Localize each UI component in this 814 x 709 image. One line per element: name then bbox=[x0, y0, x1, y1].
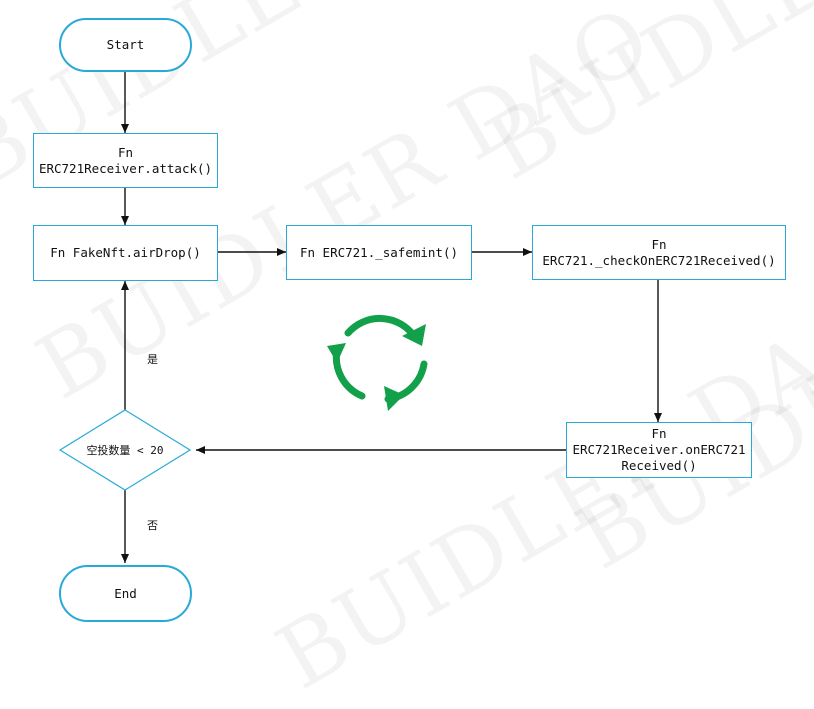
end-terminal: End bbox=[59, 565, 192, 622]
yes-label: 是 bbox=[147, 353, 158, 366]
onreceived-line-3: Received() bbox=[621, 458, 697, 473]
flowchart-connectors bbox=[58, 72, 662, 563]
attack-line-1: Fn bbox=[117, 144, 134, 160]
check-received-process: Fn ERC721._checkOnERC721Received() bbox=[532, 225, 786, 280]
airdrop-process: Fn FakeNft.airDrop() bbox=[33, 225, 218, 281]
onreceived-line-1: Fn bbox=[651, 426, 667, 441]
start-label: Start bbox=[106, 37, 145, 52]
end-label: End bbox=[114, 585, 137, 601]
onreceived-line-2: ERC721Receiver.onERC721 bbox=[572, 442, 746, 457]
onreceived-process: Fn ERC721Receiver.onERC721 Received() bbox=[566, 422, 752, 478]
no-label: 否 bbox=[147, 519, 158, 532]
attack-process: Fn ERC721Receiver.attack() bbox=[33, 133, 218, 188]
start-terminal: Start bbox=[59, 18, 192, 72]
attack-line-2: ERC721Receiver.attack() bbox=[38, 160, 213, 176]
check-line-2: ERC721._checkOnERC721Received() bbox=[542, 252, 776, 268]
refresh-cycle-icon bbox=[327, 314, 428, 411]
condition-label: 空投数量 < 20 bbox=[86, 444, 164, 457]
safemint-process: Fn ERC721._safemint() bbox=[286, 225, 472, 280]
decision-diamond bbox=[58, 409, 192, 491]
airdrop-label: Fn FakeNft.airDrop() bbox=[50, 245, 201, 260]
safemint-label: Fn ERC721._safemint() bbox=[299, 244, 459, 260]
check-line-1: Fn bbox=[651, 236, 667, 252]
